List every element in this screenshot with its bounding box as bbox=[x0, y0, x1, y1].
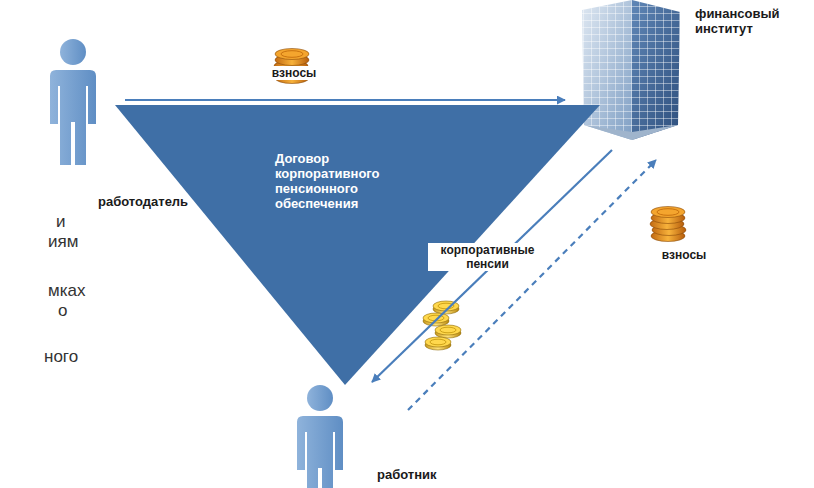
node-text: работник bbox=[377, 467, 457, 482]
node-text: Договор корпоративного пенсионного обесп… bbox=[275, 151, 400, 211]
node-text: финансовый институт bbox=[695, 6, 795, 36]
text-fragment: иям bbox=[48, 232, 78, 251]
text-fragment: мках bbox=[48, 281, 85, 300]
text-fragment: ного bbox=[44, 347, 78, 366]
edge-label: взносы bbox=[262, 66, 326, 80]
edge-label: корпоративные пенсии bbox=[428, 243, 547, 271]
edge-label: взносы bbox=[652, 248, 716, 262]
building-figure bbox=[582, 0, 680, 140]
text-fragment: о bbox=[58, 301, 67, 320]
gold-coins bbox=[423, 301, 461, 350]
text-fragment: и bbox=[56, 212, 66, 231]
employer-figure bbox=[50, 39, 96, 165]
employee-figure bbox=[297, 385, 343, 488]
flow-arrow bbox=[125, 99, 565, 101]
institution-node: финансовый институт bbox=[570, 0, 800, 152]
coin-stack bbox=[650, 207, 686, 242]
employee-node: работник bbox=[295, 385, 465, 488]
